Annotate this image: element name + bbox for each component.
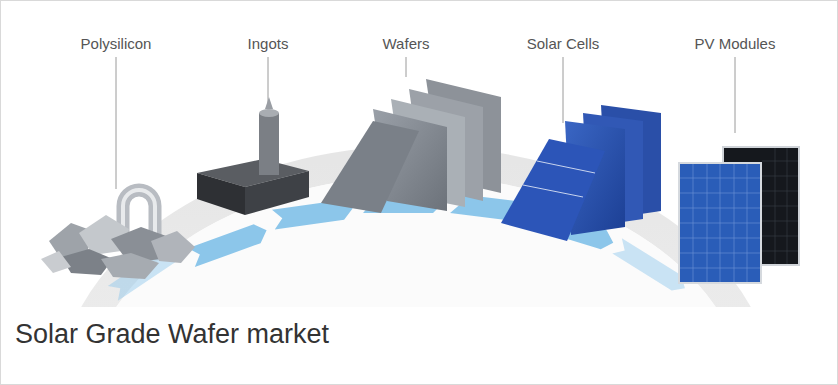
module-poly [679,163,761,283]
solar-cell-leaning [501,139,605,241]
chunk [151,231,195,263]
cylinder-tip [265,97,273,109]
module-grid [680,164,760,282]
figure-caption: Solar Grade Wafer market [15,319,329,350]
ingot-figure [197,97,309,215]
cylinder-top [259,109,279,117]
chunk [101,253,159,279]
ingot-front [245,171,309,215]
flow-chevron [188,221,270,267]
stage-label: Wafers [380,35,433,52]
stage-label: Polysilicon [78,35,155,52]
polysilicon-chunks [41,190,195,279]
busbar [537,161,595,173]
leader-line [116,57,117,189]
stage-label: Solar Cells [524,35,603,52]
chunk [41,251,71,273]
pv-modules [679,147,799,283]
wafer-leaning [321,121,419,213]
stage-label: PV Modules [692,35,779,52]
leader-line [563,57,564,123]
busbar [523,185,583,197]
solar-cells [501,105,661,241]
ingot-side [197,173,245,215]
leader-line [735,57,736,133]
stage-label: Ingots [245,35,292,52]
caption-ground [1,307,837,384]
leader-line [406,57,407,77]
module-grid [762,148,798,264]
ingot-cylinder [259,113,279,175]
wafer-stack [321,79,501,213]
